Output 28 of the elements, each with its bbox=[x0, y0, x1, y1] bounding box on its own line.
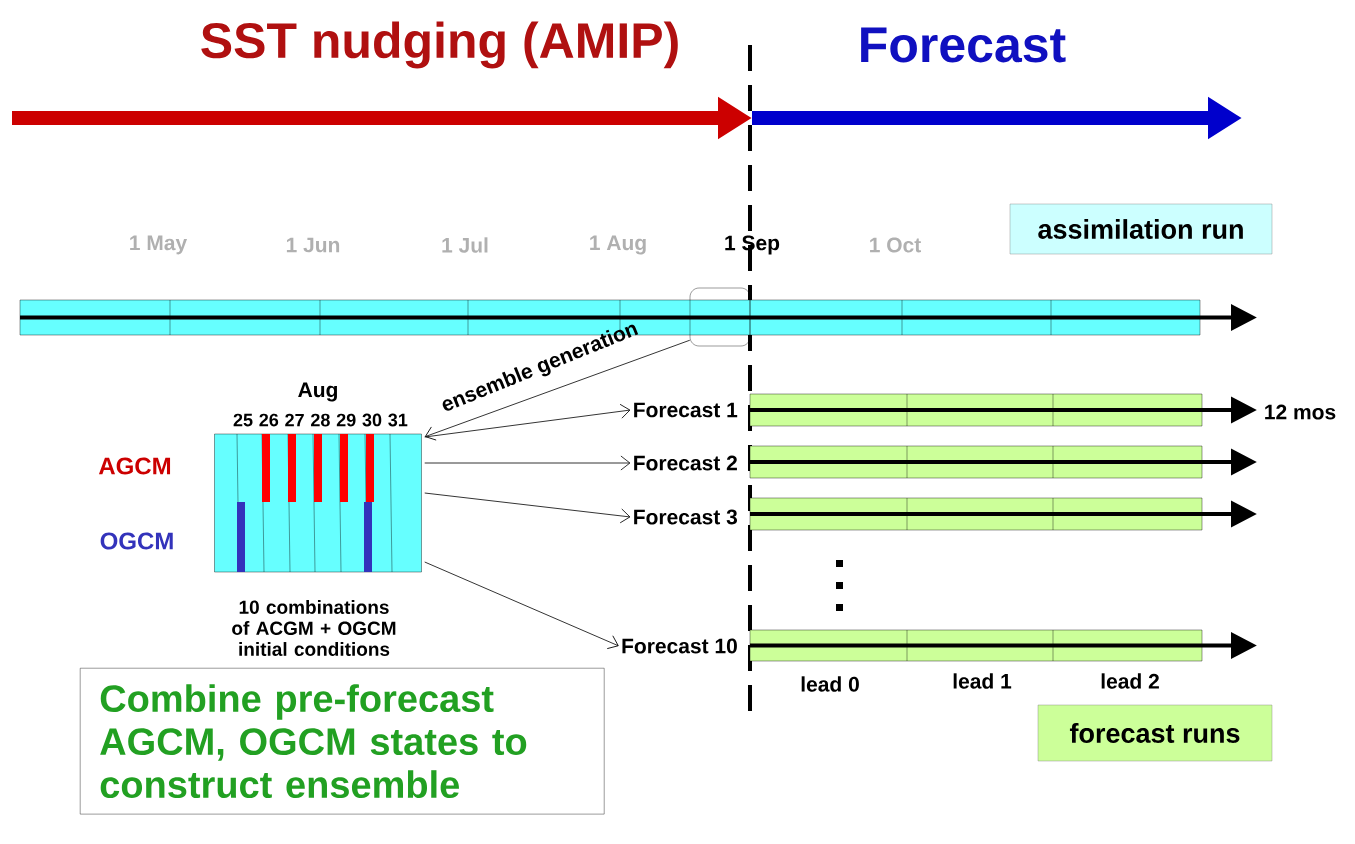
date-label: 1 Jun bbox=[286, 237, 340, 253]
legend-box: assimilation run bbox=[1009, 203, 1273, 255]
arrow bbox=[424, 403, 631, 438]
row-label: OGCM bbox=[100, 532, 173, 550]
row-label: AGCM bbox=[98, 457, 171, 475]
date-label: 1 Sep bbox=[725, 235, 780, 255]
forecast-label: Forecast 2 bbox=[634, 455, 737, 471]
legend-box: forecast runs bbox=[1037, 704, 1273, 762]
date-label: 1 Aug bbox=[590, 235, 646, 255]
arrow bbox=[424, 561, 619, 649]
note-box: Combine pre-forecast AGCM, OGCM states to construct ensemble bbox=[80, 668, 605, 815]
date-label: 1 Oct bbox=[870, 237, 921, 253]
title: Forecast bbox=[861, 27, 1066, 63]
arrow bbox=[424, 455, 631, 471]
lead-label: lead 1 bbox=[953, 673, 1012, 689]
caption-text: 10 combinations of ACGM + OGCM initial conditions bbox=[232, 600, 396, 656]
highlight-box bbox=[689, 287, 751, 347]
arrow bbox=[424, 492, 631, 524]
duration-label: 12 mos bbox=[1265, 404, 1336, 420]
date-label: 1 May bbox=[130, 235, 188, 255]
title: SST nudging (AMIP) bbox=[201, 21, 678, 69]
lead-label: lead 0 bbox=[801, 676, 859, 692]
month-label: Aug bbox=[298, 382, 337, 402]
forecast-label: Forecast 3 bbox=[634, 509, 737, 525]
date-label: 1 Jul bbox=[442, 237, 488, 253]
arrow bbox=[424, 339, 691, 441]
forecast-label: Forecast 1 bbox=[634, 402, 738, 418]
forecast-label: Forecast 10 bbox=[622, 638, 737, 654]
